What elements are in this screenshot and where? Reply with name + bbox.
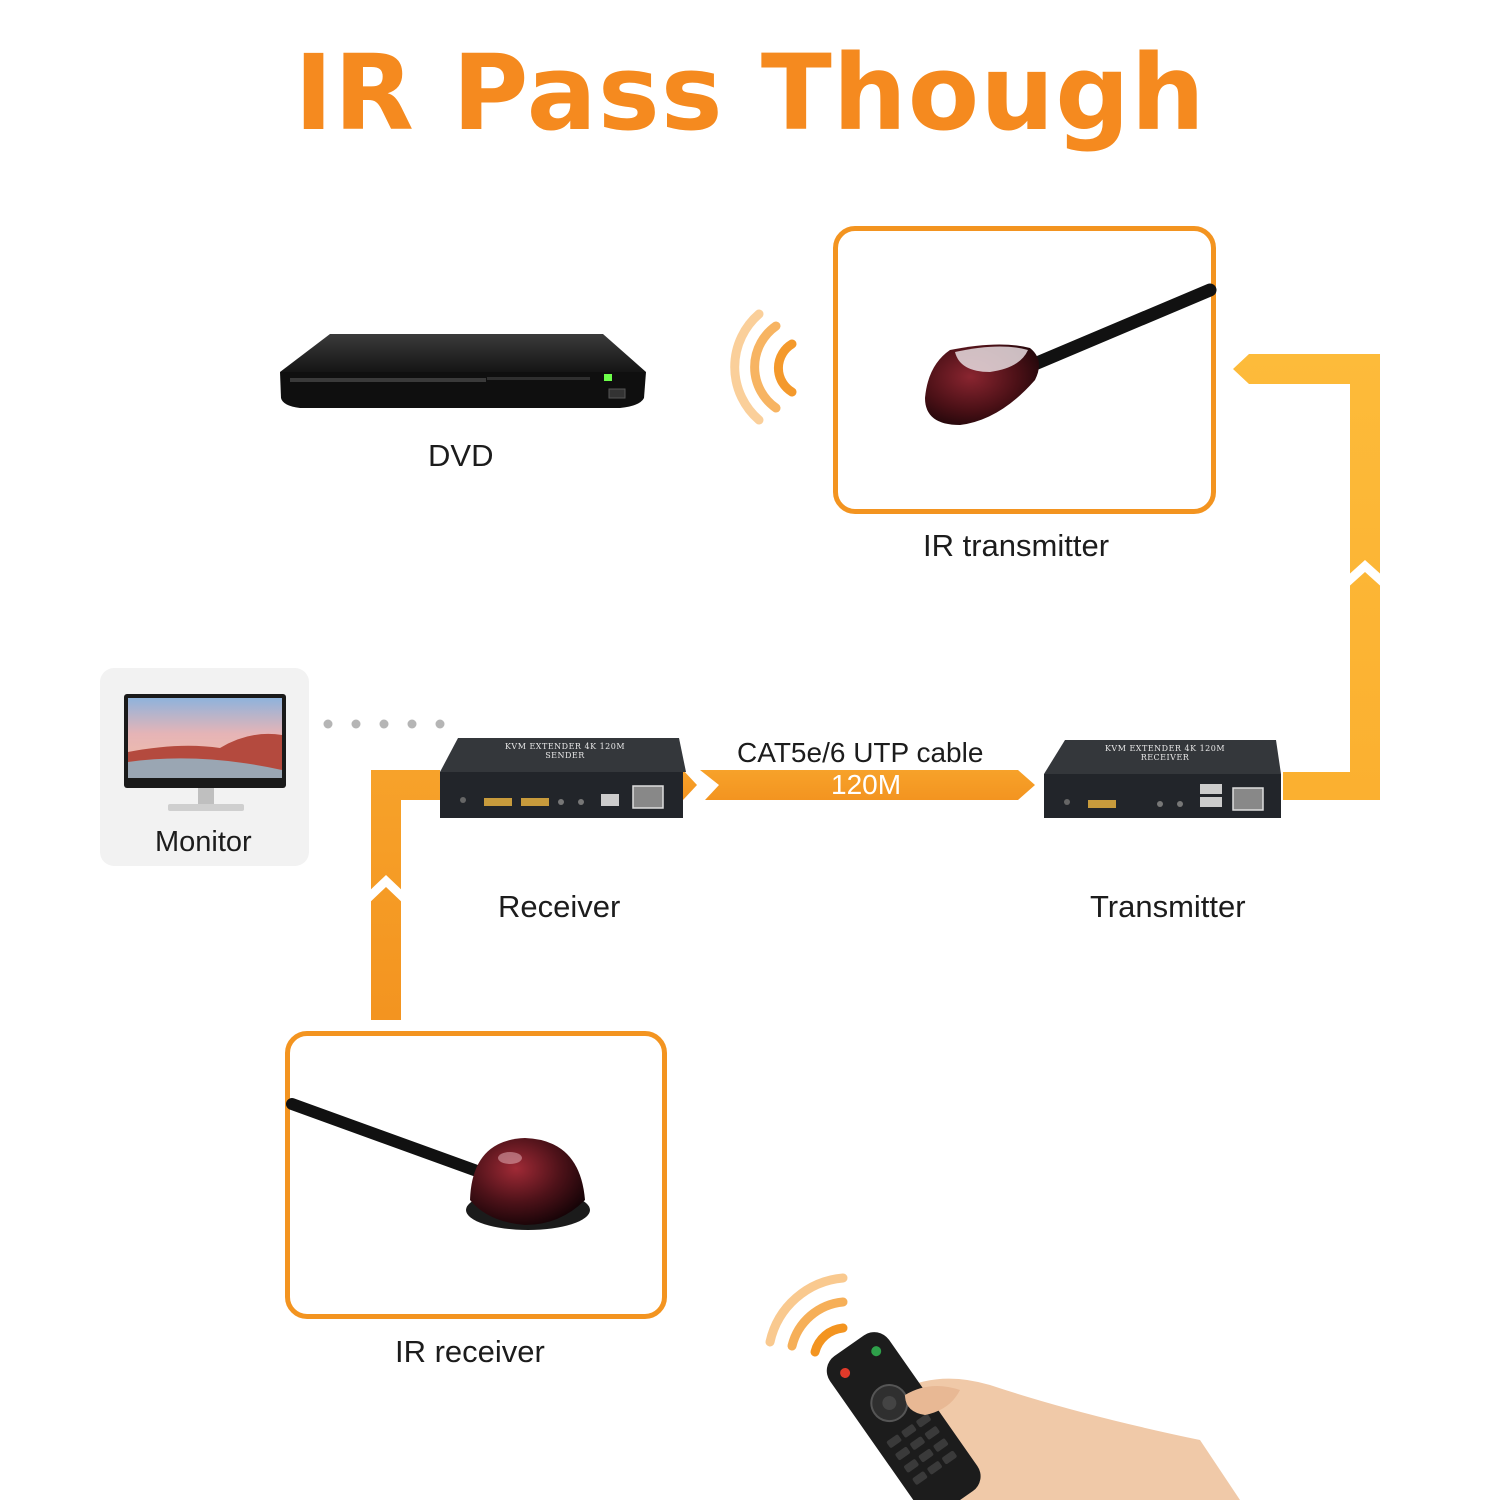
page-title: IR Pass Though: [294, 32, 1206, 154]
cat-cable-arrow: [683, 770, 1035, 800]
receiver-label: Receiver: [498, 889, 621, 924]
dvd-label: DVD: [428, 438, 494, 473]
ir-transmitter-box: [833, 226, 1216, 514]
monitor-label: Monitor: [155, 826, 252, 858]
transmitter-to-ir-transmitter-path: [1233, 354, 1385, 800]
monitor-link-dots: [323, 719, 445, 729]
receiver-device-type: SENDER: [545, 751, 585, 760]
ir-receiver-label: IR receiver: [395, 1334, 545, 1369]
cable-distance-label: 120M: [831, 769, 902, 800]
receiver-device-name: KVM EXTENDER 4K 120M: [504, 742, 626, 751]
receiver-to-ir-receiver-path: [365, 770, 440, 1020]
transmitter-label: Transmitter: [1090, 889, 1246, 924]
ir-signal-waves-icon: [730, 309, 797, 425]
remote-signal-waves-icon: [765, 1273, 848, 1357]
transmitter-device-type: RECEIVER: [1140, 753, 1190, 762]
transmitter-device-name: KVM EXTENDER 4K 120M: [1104, 744, 1226, 753]
ir-transmitter-label: IR transmitter: [923, 528, 1110, 563]
cable-type-label: CAT5e/6 UTP cable: [737, 737, 984, 768]
